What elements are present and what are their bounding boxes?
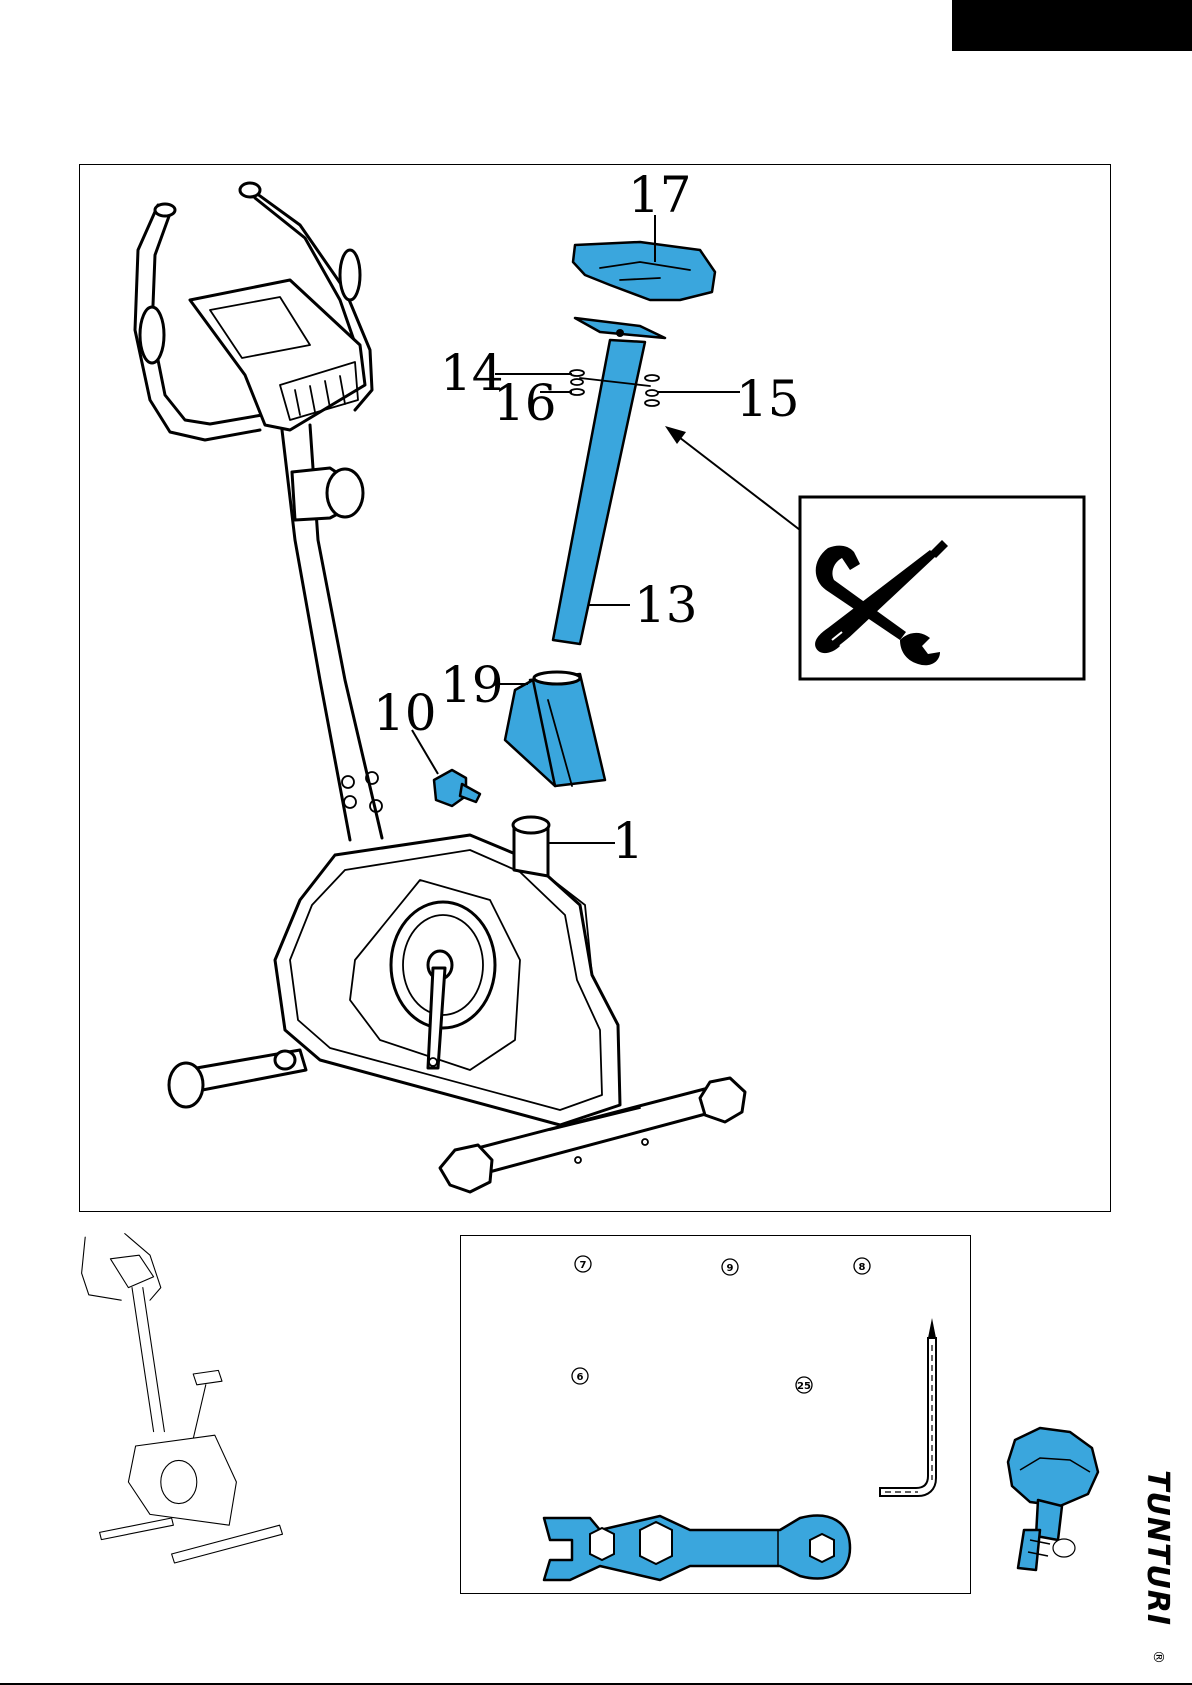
cover-part [505,672,605,786]
brand-name: TUNTURI [1140,1470,1175,1626]
seat-part [573,242,715,300]
console [190,280,365,430]
callout-19: 19 [440,656,504,714]
tools-arrow [675,434,800,530]
registered-mark: ® [1150,1650,1166,1664]
hardware-labels: 7 9 8 6 25 [572,1256,870,1393]
allen-key-tool [880,1318,936,1496]
callout-10: 10 [373,684,437,742]
callout-16: 16 [493,374,557,432]
seat-tube-socket [514,828,548,876]
callout-15: 15 [736,370,800,428]
hardware-6: 6 [577,1372,584,1383]
hardware-8: 8 [859,1262,866,1273]
callout-13: 13 [634,576,698,634]
callout-1: 1 [612,812,644,870]
callout-17: 17 [628,166,692,224]
hardware-25: 25 [797,1381,811,1392]
multi-wrench-tool [544,1516,850,1580]
assembled-bike-thumbnail [82,1234,283,1563]
hardware-7: 7 [580,1260,587,1271]
knob-closeup [1008,1428,1098,1570]
knob-part [434,770,480,806]
hardware-9: 9 [727,1263,734,1274]
brand-logo: TUNTURI [1140,1470,1175,1626]
